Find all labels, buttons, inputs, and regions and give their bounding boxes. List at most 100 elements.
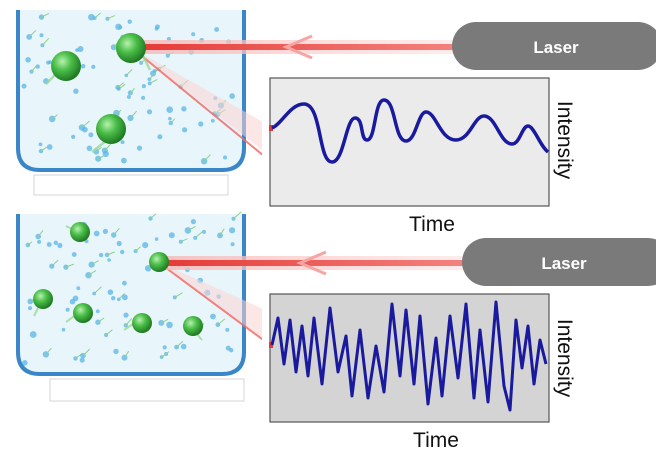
motion-streak xyxy=(104,143,111,151)
scattered-ray xyxy=(157,261,267,343)
solvent-molecule xyxy=(182,127,188,133)
solvent-molecule xyxy=(29,331,37,338)
motion-streak xyxy=(150,213,157,219)
solvent-molecule xyxy=(37,239,42,244)
solvent-molecule xyxy=(111,296,116,301)
motion-streak xyxy=(130,110,138,119)
solvent-molecule xyxy=(154,237,159,241)
solvent-molecule xyxy=(168,116,172,121)
solvent-molecule xyxy=(141,84,146,89)
motion-streak xyxy=(106,251,116,256)
solvent-molecule xyxy=(136,145,143,151)
laser-beam xyxy=(158,260,480,266)
solvent-molecule xyxy=(127,19,132,24)
solvent-molecule xyxy=(46,60,51,65)
motion-streak xyxy=(37,229,44,237)
motion-streak xyxy=(91,260,99,266)
solvent-molecule xyxy=(122,294,128,301)
motion-streak xyxy=(125,318,133,326)
motion-streak xyxy=(82,348,91,357)
laser-label: Laser xyxy=(541,254,587,273)
motion-streak xyxy=(217,318,226,326)
motion-streak xyxy=(88,270,97,276)
particle xyxy=(116,33,146,63)
motion-streak xyxy=(124,350,130,358)
laser-source-top: Laser xyxy=(452,22,656,70)
motion-streak xyxy=(149,78,158,84)
solvent-molecule xyxy=(25,57,31,63)
solvent-molecule xyxy=(146,109,153,115)
particle xyxy=(33,289,53,309)
solvent-molecule xyxy=(76,286,81,291)
solvent-molecule xyxy=(79,357,85,363)
beam-direction-arrow xyxy=(282,34,313,60)
motion-streak xyxy=(81,120,90,128)
motion-streak xyxy=(31,65,37,72)
solvent-molecule xyxy=(229,93,235,99)
motion-streak xyxy=(233,211,242,220)
motion-streak xyxy=(97,317,105,323)
solvent-molecule xyxy=(116,240,122,247)
y-axis-label: Intensity xyxy=(553,101,576,180)
solvent-molecule xyxy=(57,242,63,249)
motion-streak xyxy=(95,146,102,153)
scattered-light xyxy=(132,48,270,150)
beam-direction-arrow xyxy=(296,250,327,276)
solvent-molecule xyxy=(98,252,104,258)
solvent-molecule xyxy=(142,242,149,249)
motion-streak xyxy=(129,88,135,94)
solvent-molecule xyxy=(102,228,108,234)
intensity-graph-top: Intensity Time xyxy=(262,70,578,242)
solvent-molecule xyxy=(210,118,215,123)
solvent-molecule xyxy=(154,26,159,31)
solvent-molecule xyxy=(144,265,152,272)
solvent-molecule xyxy=(95,309,100,314)
motion-streak xyxy=(187,226,196,231)
solvent-molecule xyxy=(93,230,100,237)
motion-streak xyxy=(125,69,133,76)
container-label-strip xyxy=(33,174,229,196)
solvent-molecule xyxy=(21,83,27,89)
solvent-molecule xyxy=(115,23,122,30)
motion-streak xyxy=(65,263,74,268)
solvent-molecule xyxy=(120,249,125,255)
particle xyxy=(51,51,81,81)
solvent-molecule xyxy=(126,95,131,99)
motion-streak xyxy=(51,114,58,120)
motion-streak xyxy=(40,146,48,152)
solvent-molecule xyxy=(230,242,235,247)
scattered-ray xyxy=(131,47,265,157)
solvent-molecule xyxy=(157,134,163,140)
motion-streak xyxy=(117,82,124,88)
solvent-molecule xyxy=(191,32,196,37)
solvent-molecule xyxy=(22,360,28,366)
intensity-trace-slow xyxy=(271,98,550,164)
solvent-molecule xyxy=(91,64,96,69)
laser-beam xyxy=(132,44,472,50)
solvent-molecule xyxy=(223,155,227,160)
solvent-molecule xyxy=(107,258,111,262)
motion-streak xyxy=(45,347,52,355)
solvent-molecule xyxy=(122,280,127,286)
solvent-molecule xyxy=(202,229,206,234)
motion-streak xyxy=(93,286,102,294)
motion-streak xyxy=(170,118,176,124)
solvent-molecule xyxy=(88,132,94,138)
y-axis-label: Intensity xyxy=(553,319,576,398)
particle xyxy=(70,222,90,242)
solvent-molecule xyxy=(162,345,167,350)
solvent-molecule xyxy=(65,307,70,312)
motion-streak xyxy=(113,227,120,236)
solvent-molecule xyxy=(141,95,146,100)
motion-streak xyxy=(180,238,188,243)
solvent-molecule xyxy=(73,88,79,94)
motion-streak xyxy=(219,228,225,236)
solvent-molecule xyxy=(214,27,220,32)
laser-source-bottom: Laser xyxy=(462,238,656,286)
motion-streak xyxy=(161,351,170,358)
solvent-molecule xyxy=(61,327,66,332)
x-axis-label: Time xyxy=(413,429,459,452)
solvent-molecule xyxy=(107,289,114,296)
solvent-molecule xyxy=(198,121,204,127)
